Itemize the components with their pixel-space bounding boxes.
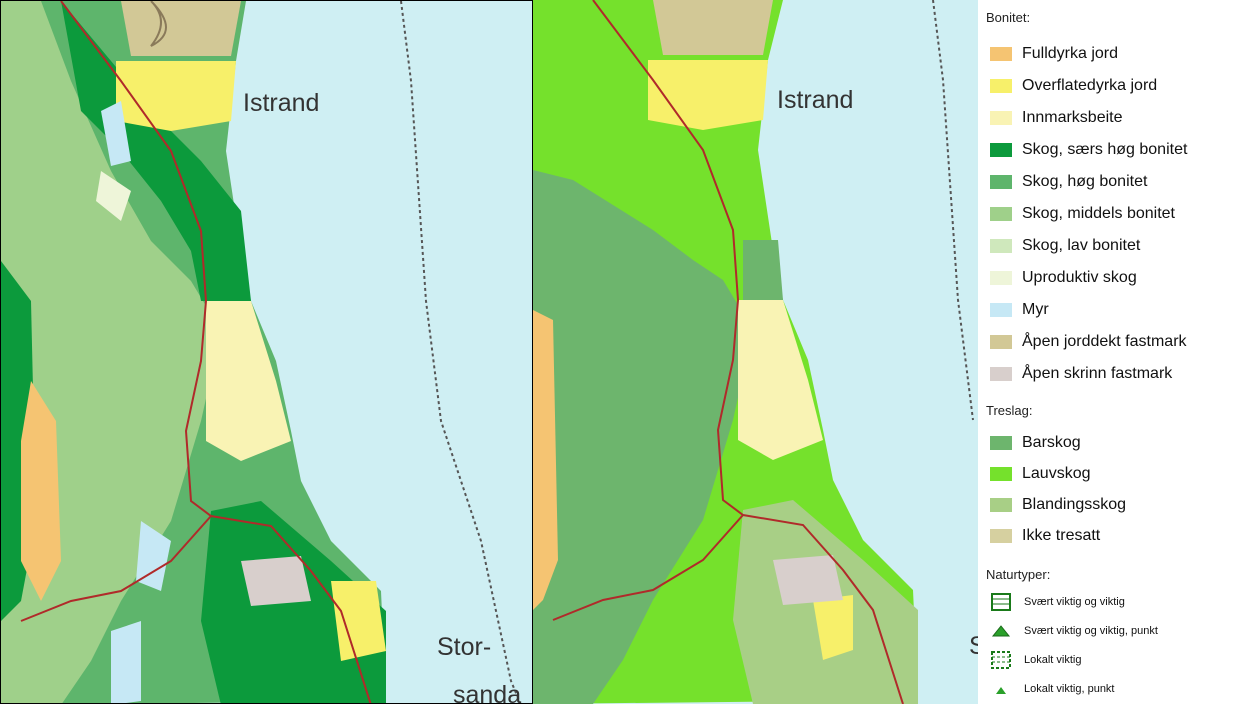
legend-item-bonitet: Skog, særs høg bonitet [990,138,1187,162]
legend-label: Skog, høg bonitet [1022,173,1148,190]
legend-item-treslag: Lauvskog [990,462,1091,486]
legend-label: Fulldyrka jord [1022,45,1119,62]
legend-swatch [990,143,1012,157]
legend-item-bonitet: Skog, høg bonitet [990,170,1147,194]
dashed-polygon-icon [990,650,1012,670]
legend-swatch [990,207,1012,221]
legend-swatch [990,303,1012,317]
legend-label: Åpen skrinn fastmark [1022,365,1173,382]
legend-label: Ikke tresatt [1022,527,1101,544]
place-label-istrand: Istrand [243,89,320,117]
legend-item-bonitet: Uproduktiv skog [990,266,1137,290]
legend-swatch [990,47,1012,61]
legend-item-treslag: Ikke tresatt [990,524,1100,548]
legend-item-treslag: Barskog [990,431,1081,455]
legend-item-bonitet: Åpen jorddekt fastmark [990,330,1187,354]
map-treslag[interactable]: Istrand La S [533,0,978,704]
legend-label: Barskog [1022,434,1081,451]
place-label-istrand-right: Istrand [777,86,854,114]
legend-swatch [990,367,1012,381]
legend-label: Lauvskog [1022,465,1091,482]
legend-swatch [990,436,1012,450]
legend-label: Uproduktiv skog [1022,269,1137,286]
legend-item-bonitet: Overflatedyrka jord [990,74,1157,98]
map-treslag-graphic [533,0,978,704]
legend-item-naturtyper: Svært viktig og viktig, punkt [990,620,1158,642]
legend-swatch [990,111,1012,125]
legend-label: Overflatedyrka jord [1022,77,1158,94]
filled-triangle-icon [990,621,1012,641]
legend-label: Skog, særs høg bonitet [1022,141,1188,158]
legend-label: Skog, lav bonitet [1022,237,1141,254]
legend-label: Blandingsskog [1022,496,1127,513]
map-bonitet[interactable]: Istrand Stor- sanda [0,0,533,704]
legend-swatch [990,498,1012,512]
legend-swatch [990,335,1012,349]
legend-swatch [990,467,1012,481]
legend-item-naturtyper: Lokalt viktig [990,649,1081,671]
small-triangle-icon [990,679,1012,699]
legend-item-bonitet: Åpen skrinn fastmark [990,362,1172,386]
legend-heading-bonitet: Bonitet: [986,10,1031,25]
legend-item-bonitet: Innmarksbeite [990,106,1123,130]
place-label-cut: S [969,632,978,660]
legend-label: Lokalt viktig, punkt [1024,683,1115,695]
legend-swatch [990,271,1012,285]
place-label-stor: Stor- [437,633,492,661]
striped-polygon-icon [990,592,1012,612]
legend-item-bonitet: Skog, middels bonitet [990,202,1175,226]
legend-label: Svært viktig og viktig, punkt [1024,625,1158,637]
legend-item-treslag: Blandingsskog [990,493,1126,517]
legend-item-bonitet: Myr [990,298,1049,322]
legend-label: Åpen jorddekt fastmark [1022,333,1187,350]
legend-label: Lokalt viktig [1024,654,1082,666]
legend-item-bonitet: Fulldyrka jord [990,42,1118,66]
legend-swatch [990,239,1012,253]
legend-swatch [990,175,1012,189]
legend-label: Skog, middels bonitet [1022,205,1175,222]
place-label-sanda: sanda [453,681,522,704]
legend-item-naturtyper: Lokalt viktig, punkt [990,678,1115,700]
map-bonitet-graphic [1,1,532,703]
legend-label: Myr [1022,301,1049,318]
legend-swatch [990,529,1012,543]
legend-label: Innmarksbeite [1022,109,1123,126]
legend-label: Svært viktig og viktig [1024,596,1125,608]
legend-heading-treslag: Treslag: [986,403,1033,418]
legend-item-naturtyper: Svært viktig og viktig [990,591,1125,613]
legend-heading-naturtyper: Naturtyper: [986,567,1051,582]
legend-item-bonitet: Skog, lav bonitet [990,234,1140,258]
legend-swatch [990,79,1012,93]
